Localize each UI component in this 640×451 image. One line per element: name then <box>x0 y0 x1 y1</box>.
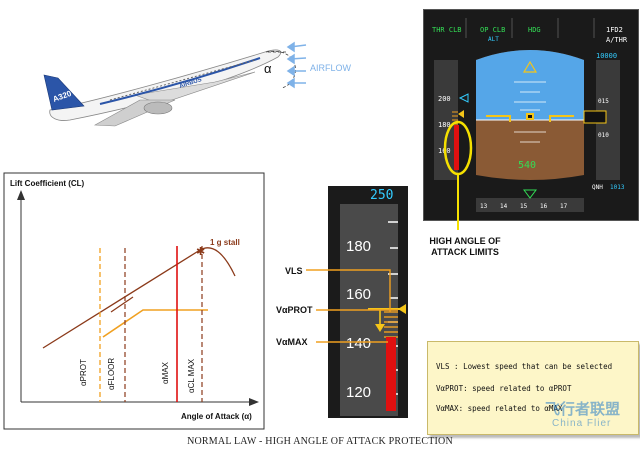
legend-item-vaprot: VαPROT: speed related to αPROT <box>436 384 572 393</box>
pfd-alt-015: 015 <box>598 98 609 105</box>
pfd-speed-180: 180 <box>438 121 451 129</box>
vline-label-afloor: αFLOOR <box>107 357 116 390</box>
tape-tick-120: 120 <box>346 384 372 401</box>
pfd-hdg-16: 16 <box>540 203 548 210</box>
pfd-mode-3: HDG <box>528 26 541 34</box>
legend-item-vamax: VαMAX: speed related to αMAX <box>436 404 563 413</box>
speed-leaders <box>306 269 398 343</box>
label-vls: VLS <box>285 266 303 276</box>
stall-star: ✱ <box>196 246 205 258</box>
legend-note: VLS : Lowest speed that can be selected … <box>427 341 639 435</box>
prot-path <box>102 309 208 338</box>
pfd-hdg-17: 17 <box>560 203 568 210</box>
chart-xlabel: Angle of Attack (α) <box>181 412 252 421</box>
vline-label-amax: αMAX <box>161 362 170 384</box>
pfd-callout-marker <box>443 120 473 230</box>
watermark-logo: 飞行者联盟 <box>545 401 621 418</box>
pfd-submode-1: ALT <box>488 36 499 43</box>
pfd-alt-010: 010 <box>598 132 609 139</box>
pfd-callout-label: HIGH ANGLE OF ATTACK LIMITS <box>429 236 501 257</box>
pfd-submode-2: A/THR <box>606 36 628 44</box>
pfd-gs-value: 540 <box>518 160 537 171</box>
lift-chart: ✱ Lift Coefficient (CL) Angle of Attack … <box>3 172 265 430</box>
tape-tick-140: 140 <box>346 335 372 352</box>
stall-label: 1 g stall <box>210 238 240 247</box>
chart-frame <box>3 172 265 430</box>
label-vaprot: VαPROT <box>276 305 313 315</box>
watermark-text: China Flier <box>552 418 612 429</box>
tape-tick-160: 160 <box>346 286 372 303</box>
pfd-hdg-15: 15 <box>520 203 528 210</box>
pfd-display: THR CLB OP CLB HDG 1FD2 ALT A/THR 200 18… <box>423 9 639 221</box>
pfd-qnh-label: QNH <box>592 184 603 191</box>
legend-item-vls: VLS : Lowest speed that can be selected <box>436 362 613 371</box>
pfd-hdg-14: 14 <box>500 203 508 210</box>
cl-curve <box>42 247 236 349</box>
label-vamax: VαMAX <box>276 337 308 347</box>
chart-ylabel: Lift Coefficient (CL) <box>10 179 85 188</box>
pfd-qnh-value: 1013 <box>610 184 625 191</box>
tape-tick-180: 180 <box>346 238 372 255</box>
pfd-mode-2: OP CLB <box>480 26 506 34</box>
pfd-mode-1: THR CLB <box>432 26 462 34</box>
aircraft-illustration: A320 AIRBUS α AIRFLOW <box>40 30 370 130</box>
airflow-arrows <box>286 41 307 89</box>
pfd-hdg-13: 13 <box>480 203 488 210</box>
figure-caption: NORMAL LAW - HIGH ANGLE OF ATTACK PROTEC… <box>187 436 453 447</box>
pfd-alt-target: 10000 <box>596 52 618 60</box>
alpha-label: α <box>264 61 272 76</box>
red-barber-pole <box>386 337 396 411</box>
pfd-speed-200: 200 <box>438 95 451 103</box>
vline-label-aclmax: αCL MAX <box>187 358 196 393</box>
pfd-mode-4: 1FD2 <box>606 26 623 34</box>
airflow-label: AIRFLOW <box>310 63 352 73</box>
vline-label-aprot: αPROT <box>79 359 88 386</box>
speed-target: 250 <box>370 188 394 203</box>
